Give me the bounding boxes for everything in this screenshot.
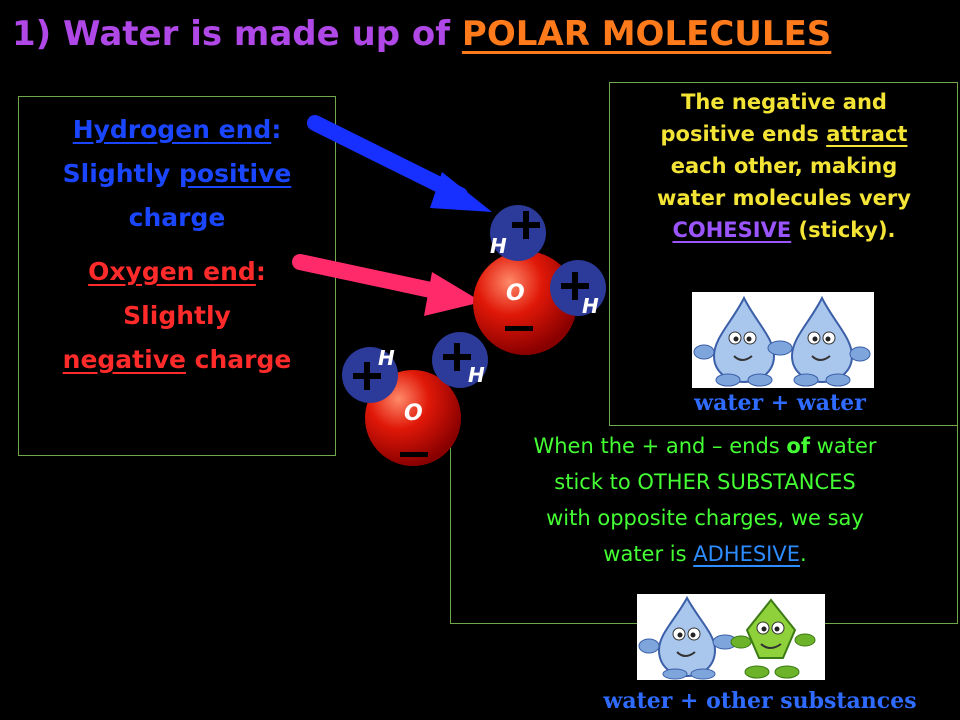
adhesive-text: When the + and – ends of water stick to … — [455, 428, 955, 572]
oxygen-atom-icon — [365, 370, 461, 466]
hydrogen-line2: Slightly — [62, 159, 180, 188]
hydrogen-end-text: Hydrogen end: Slightly positive charge — [18, 108, 336, 240]
caption-water-other: water + other substances — [560, 688, 960, 714]
caption-other-substances: other substances — [706, 688, 917, 714]
cohesive-line1: The negative and — [681, 90, 887, 114]
adhesive-line4: water is — [603, 542, 694, 566]
cohesive-text: The negative and positive ends attract e… — [612, 86, 956, 246]
caption-water-water: water + water — [694, 390, 866, 416]
hydrogen-line3: charge — [128, 203, 226, 232]
caption-water: water — [603, 688, 673, 714]
positive-word: positive — [179, 159, 292, 188]
hydrogen-atom-icon — [432, 332, 488, 388]
adhesive-of: of — [786, 434, 810, 458]
o-label: O — [404, 401, 423, 426]
cohesive-line5: (sticky). — [791, 218, 896, 242]
water-substance-icon — [638, 595, 816, 680]
oxygen-line2: Slightly — [123, 301, 231, 330]
water-other-illustration — [637, 594, 825, 680]
adhesive-line3: with opposite charges, we say — [546, 506, 864, 530]
h-label: H — [468, 363, 485, 387]
adhesive-line1: When the + and – ends — [533, 434, 787, 458]
caption-plus: + — [680, 688, 699, 714]
cohesion-box — [609, 82, 958, 426]
water-water-illustration — [692, 292, 874, 388]
adhesive-line1-end: water — [810, 434, 877, 458]
oxygen-end-label: Oxygen end — [88, 257, 256, 286]
hydrogen-colon: : — [271, 115, 282, 144]
oxygen-end-text: Oxygen end: Slightly negative charge — [18, 250, 336, 382]
attract-word: attract — [826, 122, 908, 146]
h-label: H — [490, 234, 507, 258]
cohesive-line3: each other, making — [670, 154, 898, 178]
water-drop-icon — [693, 295, 776, 387]
oxygen-atom-icon — [473, 251, 577, 355]
title-highlight: POLAR MOLECULES — [461, 14, 832, 54]
cohesive-line2: positive ends — [660, 122, 827, 146]
hydrogen-atom-icon — [550, 260, 606, 316]
oxygen-colon: : — [255, 257, 266, 286]
hydrogen-end-label: Hydrogen end — [72, 115, 272, 144]
oxygen-line3: charge — [185, 345, 292, 374]
substance-blob-icon — [730, 598, 816, 679]
o-label: O — [506, 281, 525, 306]
h-label: H — [378, 346, 395, 370]
cohesive-word: COHESIVE — [672, 218, 792, 242]
water-drop-icon — [790, 295, 871, 387]
adhesive-word: ADHESIVE — [693, 542, 801, 566]
title-prefix: Water is made up of — [63, 14, 451, 54]
cohesive-line4: water molecules very — [657, 186, 911, 210]
water-drop-icon — [638, 595, 717, 680]
page-title: 1) Water is made up of POLAR MOLECULES — [12, 14, 831, 54]
hydrogen-atom-icon — [490, 205, 546, 261]
adhesive-line2: stick to OTHER SUBSTANCES — [554, 470, 856, 494]
hydrogen-atom-icon — [342, 347, 398, 403]
h-label: H — [582, 294, 599, 318]
adhesive-period: . — [800, 542, 807, 566]
water-molecule-1 — [473, 205, 606, 355]
water-drops-icon — [693, 295, 871, 387]
title-number: 1) — [12, 14, 52, 54]
hydrogen-arrow-icon — [307, 115, 492, 212]
negative-word: negative — [62, 345, 186, 374]
